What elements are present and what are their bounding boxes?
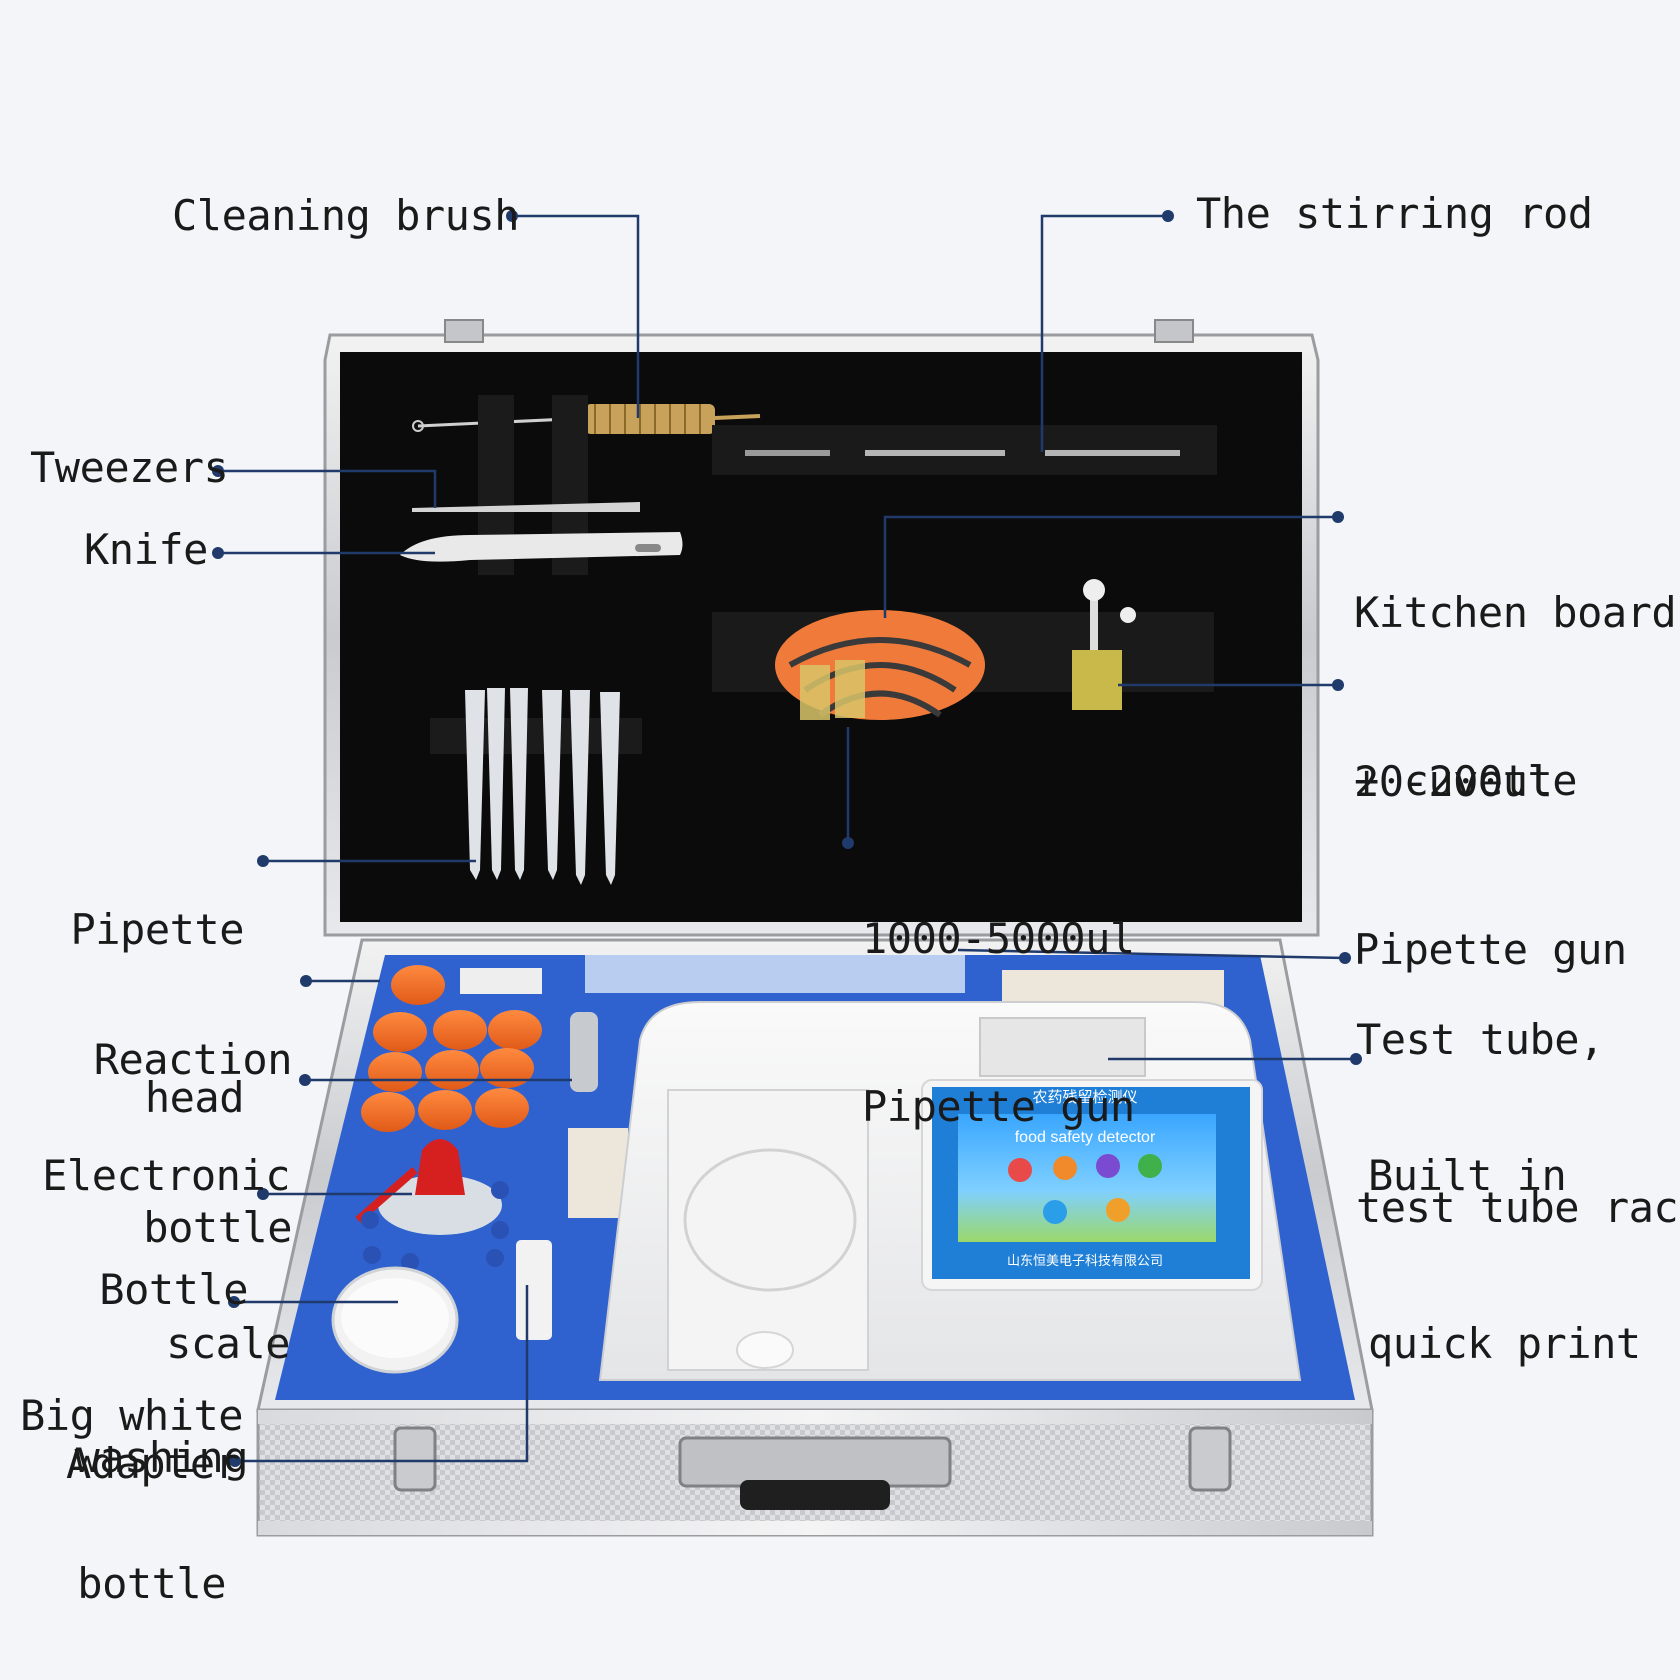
callout-cleaning-brush: Cleaning brush [172, 191, 520, 240]
callout-kitchen-board-line2: + cuvette [1354, 756, 1578, 805]
callout-built-in-print: Built in quick print [1368, 1036, 1641, 1428]
callout-test-tube-line2: test tube rack [1356, 1183, 1680, 1232]
callout-tweezers: Tweezers [30, 443, 229, 492]
callout-pipette-head-line2: head [144, 1073, 245, 1122]
callout-built-in-print-line2: quick print [1368, 1319, 1641, 1368]
callout-bottle-washing: Bottle washing [40, 1150, 248, 1542]
callout-knife: Knife [84, 525, 208, 574]
lid-contents [400, 395, 1217, 885]
callout-pipette-gun-large: 1000-5000ul Pipette gun [862, 799, 1135, 1191]
callout-pipette-gun-large-line2: Pipette gun [862, 1082, 1135, 1131]
callout-big-white-bottle-line1: Big white [20, 1391, 244, 1440]
callout-electronic-scale-line1: Electronic [42, 1151, 290, 1200]
callout-pipette-head: Pipette head [60, 790, 244, 1182]
screen-title: food safety detector [1014, 1129, 1156, 1146]
callout-built-in-print-line1: Built in [1368, 1151, 1567, 1200]
callout-pipette-gun-small-line1: 20-200ul [1354, 757, 1553, 806]
callout-test-tube: Test tube, test tube rack [1356, 900, 1680, 1292]
callout-electronic-scale: Electronic scale [40, 1036, 290, 1428]
callout-pipette-head-line1: Pipette [70, 905, 244, 954]
callout-reaction-bottle: Reaction bottle [60, 920, 293, 1312]
callout-pipette-gun-small: 20-200ul Pipette gun [1354, 642, 1627, 1034]
callout-big-white-bottle: Big white bottle [20, 1276, 244, 1668]
callout-big-white-bottle-line2: bottle [77, 1559, 226, 1608]
callout-pipette-gun-small-line2: Pipette gun [1354, 925, 1627, 974]
callout-bottle-washing-line2: washing [74, 1433, 248, 1482]
base-contents [331, 955, 1302, 1381]
callout-reaction-bottle-line2: bottle [143, 1203, 292, 1252]
callout-kitchen-board: Kitchen board + cuvette [1354, 473, 1677, 865]
leader-dots [212, 210, 1362, 1467]
callout-kitchen-board-line1: Kitchen board [1354, 588, 1677, 637]
callout-test-tube-line1: Test tube, [1356, 1015, 1604, 1064]
leader-lines [218, 214, 1356, 1463]
callout-stirring-rod: The stirring rod [1196, 189, 1593, 238]
callout-reaction-bottle-line1: Reaction [93, 1035, 293, 1084]
screen-footer: 山东恒美电子科技有限公司 [1006, 1253, 1163, 1268]
screen-header: 农药残留检测仪 [1032, 1089, 1138, 1106]
callout-adapter: Adapter [66, 1439, 240, 1488]
callout-electronic-scale-line2: scale [166, 1319, 290, 1368]
callout-pipette-gun-large-line1: 1000-5000ul [862, 914, 1135, 963]
callout-bottle-washing-line1: Bottle [99, 1265, 248, 1314]
